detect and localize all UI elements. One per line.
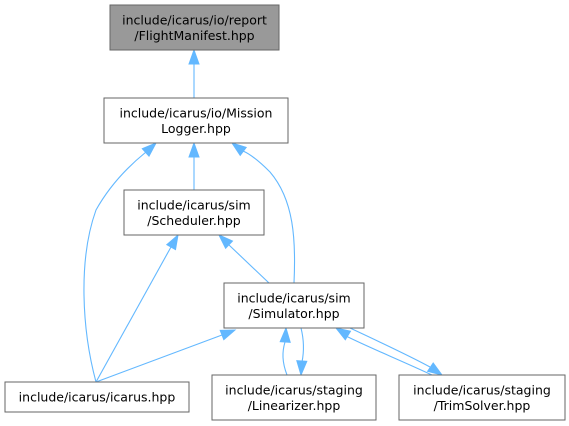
edge-simulator-to-trimsolver bbox=[349, 327, 444, 376]
node-scheduler[interactable]: include/icarus/sim/Scheduler.hpp bbox=[123, 189, 265, 236]
nodes-layer: include/icarus/io/report/FlightManifest.… bbox=[4, 4, 566, 421]
node-label-line: include/icarus/staging bbox=[413, 382, 551, 397]
arrowhead-icon bbox=[141, 142, 158, 157]
node-label-line: Logger.hpp bbox=[161, 121, 231, 136]
edge-line bbox=[282, 341, 288, 376]
edge-line bbox=[95, 334, 223, 383]
node-label-line: include/icarus/sim bbox=[237, 290, 350, 305]
node-box bbox=[103, 97, 289, 144]
edge-scheduler-to-missionlogger bbox=[188, 141, 200, 190]
edges-layer bbox=[83, 48, 444, 383]
edge-icarus-to-scheduler bbox=[95, 233, 179, 383]
arrowhead-icon bbox=[279, 326, 291, 343]
edge-line bbox=[83, 151, 147, 383]
edge-simulator-to-missionlogger bbox=[230, 142, 296, 284]
node-icarus[interactable]: include/icarus/icarus.hpp bbox=[4, 381, 190, 413]
node-linearizer[interactable]: include/icarus/staging/Linearizer.hpp bbox=[211, 374, 377, 421]
edge-missionlogger-to-flightmanifest bbox=[188, 48, 200, 98]
arrowhead-icon bbox=[230, 142, 248, 157]
edge-simulator-to-scheduler bbox=[217, 233, 270, 284]
node-label-line: /Simulator.hpp bbox=[248, 306, 339, 321]
node-box bbox=[4, 381, 190, 413]
node-box bbox=[398, 374, 566, 421]
node-label-line: include/icarus/io/report bbox=[122, 12, 267, 27]
node-flightmanifest: include/icarus/io/report/FlightManifest.… bbox=[109, 4, 280, 51]
edge-simulator-to-linearizer bbox=[296, 327, 308, 377]
arrowhead-icon bbox=[217, 233, 234, 250]
edge-icarus-to-simulator bbox=[95, 329, 237, 383]
edge-line bbox=[300, 327, 304, 363]
edge-trimsolver-to-simulator bbox=[334, 327, 433, 376]
node-label-line: /Scheduler.hpp bbox=[147, 213, 240, 228]
node-label-line: include/icarus/icarus.hpp bbox=[19, 390, 176, 405]
node-box bbox=[223, 282, 365, 329]
node-label-line: /TrimSolver.hpp bbox=[434, 398, 531, 413]
arrowhead-icon bbox=[426, 362, 444, 376]
node-label-line: include/icarus/sim bbox=[137, 197, 250, 212]
edge-line bbox=[345, 335, 433, 376]
node-box bbox=[211, 374, 377, 421]
edge-line bbox=[95, 246, 172, 383]
arrowhead-icon bbox=[188, 48, 200, 65]
node-label-line: include/icarus/io/Mission bbox=[120, 105, 273, 120]
node-label-line: include/icarus/staging bbox=[225, 382, 363, 397]
arrowhead-icon bbox=[165, 233, 179, 251]
node-label-line: /Linearizer.hpp bbox=[248, 398, 341, 413]
arrowhead-icon bbox=[334, 327, 352, 341]
arrowhead-icon bbox=[296, 360, 308, 377]
node-box bbox=[123, 189, 265, 236]
arrowhead-icon bbox=[219, 329, 237, 341]
edge-line bbox=[242, 150, 296, 284]
node-simulator[interactable]: include/icarus/sim/Simulator.hpp bbox=[223, 282, 365, 329]
edge-linearizer-to-simulator bbox=[279, 326, 291, 376]
edge-icarus-to-missionlogger bbox=[83, 142, 158, 383]
edge-line bbox=[349, 327, 431, 368]
node-trimsolver[interactable]: include/icarus/staging/TrimSolver.hpp bbox=[398, 374, 566, 421]
edge-line bbox=[228, 244, 270, 284]
node-box bbox=[109, 4, 280, 51]
node-label-line: /FlightManifest.hpp bbox=[134, 28, 254, 43]
arrowhead-icon bbox=[188, 141, 200, 158]
